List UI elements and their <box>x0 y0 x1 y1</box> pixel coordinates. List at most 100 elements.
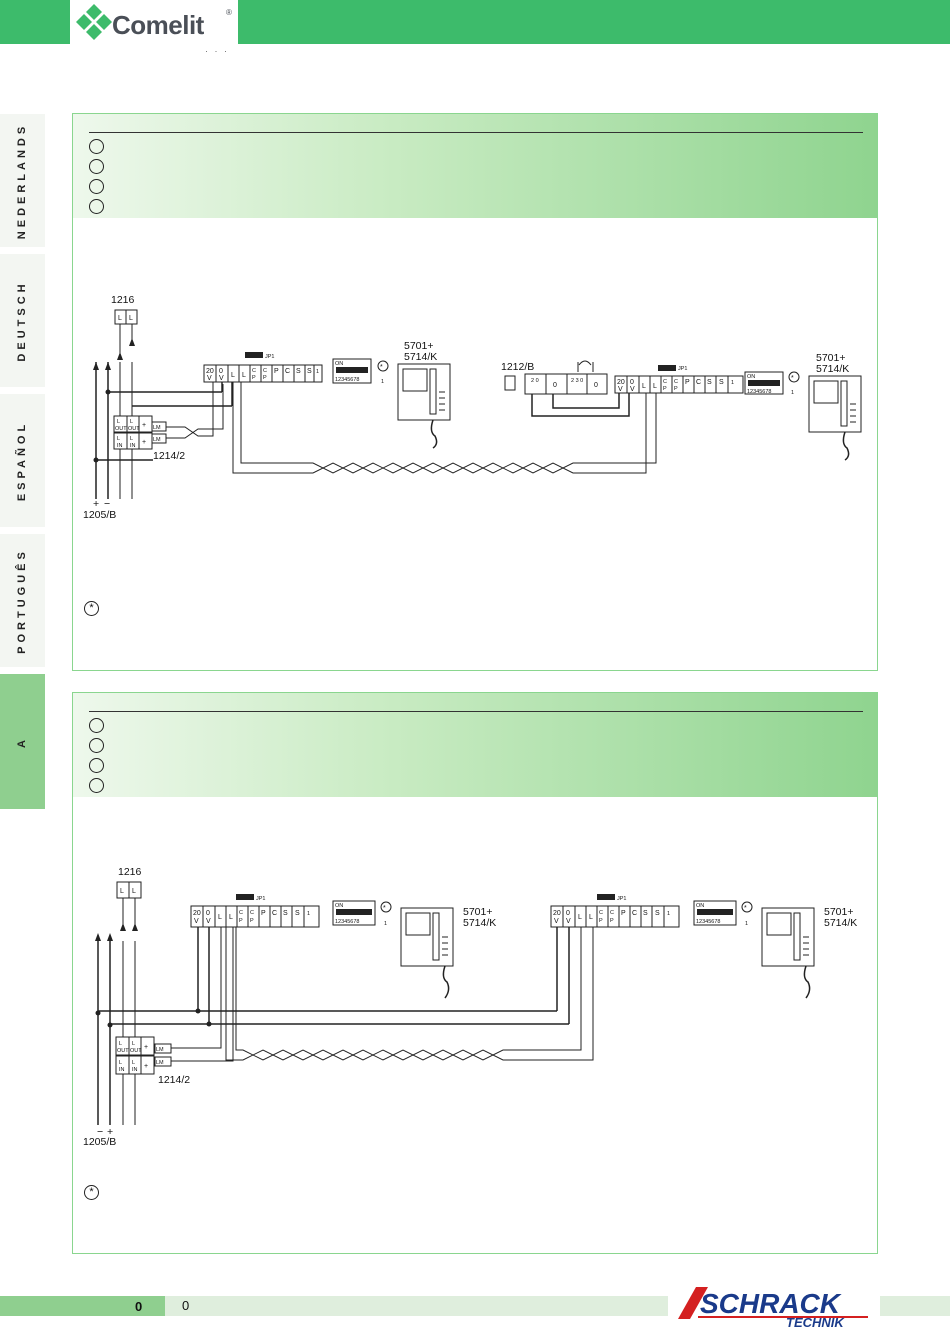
svg-text:12345678: 12345678 <box>696 919 720 925</box>
brand-main: SCHRACK <box>700 1288 842 1319</box>
svg-text:LM: LM <box>156 1047 164 1053</box>
panel-header <box>73 114 877 218</box>
svg-text:C: C <box>663 379 667 385</box>
svg-text:1: 1 <box>384 921 387 927</box>
svg-text:JP1: JP1 <box>678 366 687 372</box>
svg-text:P: P <box>685 379 690 386</box>
svg-text:L: L <box>642 383 646 390</box>
svg-text:P: P <box>663 386 667 392</box>
svg-text:L: L <box>578 914 582 921</box>
svg-text:S: S <box>307 368 312 375</box>
svg-text:*: * <box>383 905 386 912</box>
svg-text:*: * <box>744 905 747 912</box>
svg-text:L: L <box>130 436 133 442</box>
svg-text:5701+: 5701+ <box>824 906 854 918</box>
tab-label: ESPAÑOL <box>16 420 28 501</box>
svg-text:L: L <box>118 315 122 322</box>
svg-text:OUT: OUT <box>130 1048 142 1054</box>
svg-text:S: S <box>643 910 648 917</box>
svg-text:1: 1 <box>745 921 748 927</box>
svg-text:12345678: 12345678 <box>335 919 359 925</box>
unit-1205b: 1205/B <box>83 509 116 521</box>
svg-text:V: V <box>618 386 623 393</box>
lang-bullet <box>89 738 104 753</box>
monitor-1 <box>397 363 451 449</box>
svg-text:+: + <box>107 1126 113 1138</box>
svg-text:20: 20 <box>193 910 201 917</box>
svg-text:C: C <box>263 368 267 374</box>
svg-text:1: 1 <box>381 379 384 385</box>
tab-espanol[interactable]: ESPAÑOL <box>0 394 45 527</box>
svg-text:0: 0 <box>206 910 210 917</box>
svg-text:L: L <box>132 888 136 895</box>
page-number-left: 0 <box>135 1299 143 1314</box>
svg-text:C: C <box>250 910 254 916</box>
footnote-star: * <box>84 1185 99 1200</box>
svg-text:IN: IN <box>130 443 136 449</box>
svg-text:C: C <box>674 379 678 385</box>
svg-text:P: P <box>250 918 254 924</box>
svg-text:ON: ON <box>335 361 343 367</box>
divider <box>89 132 863 133</box>
polarity-minus: − <box>104 498 110 510</box>
svg-text:L: L <box>218 914 222 921</box>
tab-label: A <box>16 735 28 748</box>
monitor-2 <box>761 907 815 999</box>
svg-text:V: V <box>206 918 211 925</box>
svg-text:+: + <box>144 1063 148 1070</box>
svg-text:2 0: 2 0 <box>531 378 539 384</box>
svg-text:20: 20 <box>206 368 214 375</box>
svg-text:20: 20 <box>617 379 625 386</box>
tab-deutsch[interactable]: DEUTSCH <box>0 254 45 387</box>
svg-text:5714/K: 5714/K <box>404 351 437 363</box>
svg-text:P: P <box>621 910 626 917</box>
schrack-logo: SCHRACK TECHNIK <box>668 1283 880 1331</box>
svg-text:S: S <box>283 910 288 917</box>
tab-portugues[interactable]: PORTUGUÊS <box>0 534 45 667</box>
svg-text:5701+: 5701+ <box>816 352 846 364</box>
brand-reg: ® <box>226 8 232 17</box>
svg-text:JP1: JP1 <box>265 354 274 360</box>
svg-text:ON: ON <box>747 374 755 380</box>
svg-text:2 3 0: 2 3 0 <box>571 378 583 384</box>
tab-active[interactable]: A <box>0 674 45 809</box>
brand-sub: TECHNIK <box>786 1315 845 1330</box>
svg-text:*: * <box>791 375 794 382</box>
svg-text:ON: ON <box>335 903 343 909</box>
svg-text:C: C <box>272 910 277 917</box>
svg-text:V: V <box>207 375 212 382</box>
svg-text:LM: LM <box>156 1060 164 1066</box>
lang-bullet <box>89 199 104 214</box>
svg-text:0: 0 <box>630 379 634 386</box>
tab-nederlands[interactable]: NEDERLANDS <box>0 114 45 247</box>
svg-text:+: + <box>142 422 146 429</box>
svg-text:L: L <box>229 914 233 921</box>
lang-bullet <box>89 718 104 733</box>
comelit-logo-icon <box>76 4 112 40</box>
svg-text:*: * <box>380 364 383 371</box>
svg-text:L: L <box>130 419 133 425</box>
terminal-strip-transformer: 2 0 0 2 3 0 0 <box>524 373 608 395</box>
svg-text:P: P <box>239 918 243 924</box>
svg-text:1: 1 <box>316 369 319 375</box>
polarity-plus: + <box>93 498 99 510</box>
tab-label: DEUTSCH <box>16 279 28 362</box>
lang-bullet <box>89 758 104 773</box>
svg-text:L: L <box>117 436 120 442</box>
svg-text:P: P <box>610 918 614 924</box>
svg-text:0: 0 <box>594 382 598 389</box>
svg-text:IN: IN <box>132 1067 138 1073</box>
svg-text:OUT: OUT <box>117 1048 129 1054</box>
brand-dots: · · · <box>205 46 229 56</box>
svg-text:V: V <box>630 386 635 393</box>
svg-text:LM: LM <box>153 437 161 443</box>
footer-accent <box>0 1296 165 1316</box>
svg-text:C: C <box>285 368 290 375</box>
tab-label: NEDERLANDS <box>16 122 28 239</box>
svg-text:P: P <box>263 375 267 381</box>
